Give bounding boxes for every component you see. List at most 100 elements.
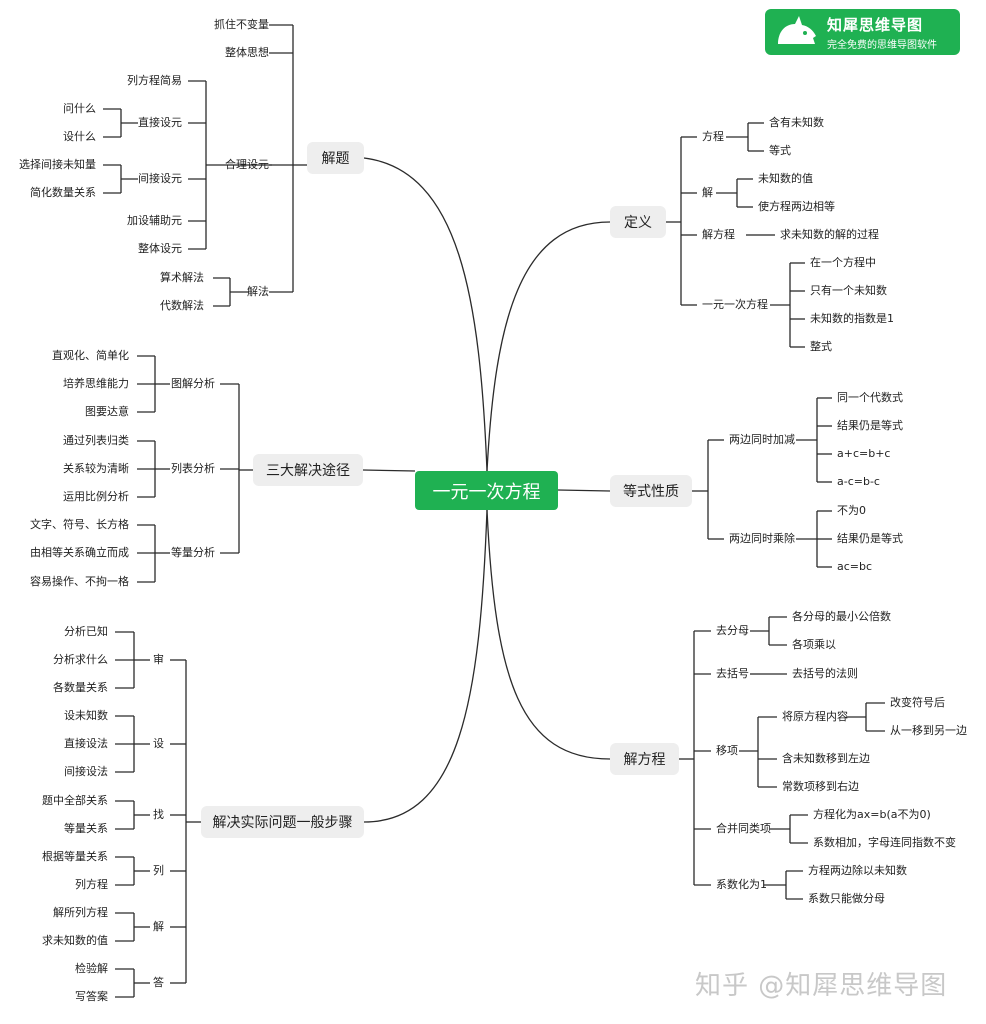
node-jiang[interactable]: 将原方程内容	[782, 710, 848, 723]
node-qukuohao[interactable]: 去括号	[716, 667, 749, 680]
node-jie-def[interactable]: 解	[702, 186, 713, 199]
topic-jieti[interactable]: 解题	[307, 142, 364, 174]
node-qiu-guocheng[interactable]: 求未知数的解的过程	[780, 228, 879, 241]
node-ge-shuliang[interactable]: 各数量关系	[53, 681, 108, 694]
node-chang[interactable]: 常数项移到右边	[782, 780, 859, 793]
watermark: 知乎 @知犀思维导图	[695, 971, 948, 1001]
node-xie[interactable]: 写答案	[75, 990, 108, 1003]
node-dengliang-guanxi[interactable]: 等量关系	[64, 822, 108, 835]
node-zhijie-sheyuan[interactable]: 直接设元	[138, 116, 182, 129]
node-zhijie-shefa[interactable]: 直接设法	[64, 737, 108, 750]
node-zhiyou[interactable]: 只有一个未知数	[810, 284, 887, 297]
brand-logo[interactable]: 知犀思维导图 完全免费的思维导图软件	[765, 9, 960, 55]
node-huawei[interactable]: 方程化为ax=b(a不为0)	[813, 808, 931, 821]
node-fangcheng[interactable]: 方程	[702, 130, 724, 143]
node-zhengshi[interactable]: 整式	[810, 340, 832, 353]
node-qufenmu[interactable]: 去分母	[716, 624, 749, 637]
node-lie[interactable]: 列	[153, 864, 164, 877]
node-jieguo1[interactable]: 结果仍是等式	[837, 419, 903, 432]
node-jie-step[interactable]: 解	[153, 920, 164, 933]
node-liefangcheng[interactable]: 列方程	[75, 878, 108, 891]
node-daishu[interactable]: 代数解法	[160, 299, 204, 312]
node-tongyi[interactable]: 同一个代数式	[837, 391, 903, 404]
node-jiefa[interactable]: 解法	[247, 285, 269, 298]
node-liefangcheng-jianyi[interactable]: 列方程简易	[127, 74, 182, 87]
node-jiajian[interactable]: 两边同时加减	[729, 433, 795, 446]
node-fenxi-qiu[interactable]: 分析求什么	[53, 653, 108, 666]
node-zhengti-sheyuan[interactable]: 整体设元	[138, 242, 182, 255]
node-yiyuan[interactable]: 一元一次方程	[702, 298, 768, 311]
node-zai[interactable]: 在一个方程中	[810, 256, 876, 269]
node-yixiang[interactable]: 移项	[716, 744, 738, 757]
node-rongyi[interactable]: 容易操作、不拘一格	[30, 575, 129, 588]
topic-jiefangcheng[interactable]: 解方程	[610, 743, 679, 775]
node-genju[interactable]: 根据等量关系	[42, 850, 108, 863]
node-timu[interactable]: 题中全部关系	[42, 794, 108, 807]
node-jieguo2[interactable]: 结果仍是等式	[837, 532, 903, 545]
node-qiu-zhi[interactable]: 求未知数的值	[42, 934, 108, 947]
node-you[interactable]: 由相等关系确立而成	[30, 546, 129, 559]
node-jianjie-sheyuan[interactable]: 间接设元	[138, 172, 182, 185]
node-xishu-xiangjia[interactable]: 系数相加，字母连同指数不变	[813, 836, 956, 849]
topic-dingyi[interactable]: 定义	[610, 206, 666, 238]
node-jiefangcheng-def[interactable]: 解方程	[702, 228, 735, 241]
node-shi[interactable]: 使方程两边相等	[758, 200, 835, 213]
node-wenzi[interactable]: 文字、符号、长方格	[30, 518, 129, 531]
node-fuzhu[interactable]: 加设辅助元	[127, 214, 182, 227]
node-xishu1[interactable]: 系数化为1	[716, 878, 767, 891]
node-she-step[interactable]: 设	[153, 737, 164, 750]
node-f3[interactable]: ac=bc	[837, 560, 873, 573]
node-zhishu[interactable]: 未知数的指数是1	[810, 312, 894, 325]
node-faze[interactable]: 去括号的法则	[792, 667, 858, 680]
node-zhi[interactable]: 未知数的值	[758, 172, 813, 185]
node-zhao[interactable]: 找	[153, 808, 164, 821]
node-jianjie-shefa[interactable]: 间接设法	[64, 765, 108, 778]
node-dengliang-fenxi[interactable]: 等量分析	[171, 546, 215, 559]
node-buwei[interactable]: 不为0	[837, 504, 866, 517]
node-jianyan[interactable]: 检验解	[75, 962, 108, 975]
node-hanyou[interactable]: 含有未知数	[769, 116, 824, 129]
node-yunyong[interactable]: 运用比例分析	[63, 490, 129, 503]
node-xuanze[interactable]: 选择间接未知量	[19, 158, 96, 171]
node-zhengti-sixiang[interactable]: 整体思想	[225, 46, 269, 59]
node-gongbei[interactable]: 各分母的最小公倍数	[792, 610, 891, 623]
node-guanxi[interactable]: 关系较为清晰	[63, 462, 129, 475]
node-she[interactable]: 设什么	[63, 130, 96, 143]
rhino-icon	[778, 16, 816, 44]
node-heli[interactable]: 合理设元	[225, 158, 269, 171]
connector-line-4	[557, 489, 611, 492]
node-gexiang[interactable]: 各项乘以	[792, 638, 836, 651]
logo-subtitle: 完全免费的思维导图软件	[827, 40, 937, 51]
center-topic[interactable]: 一元一次方程	[415, 471, 558, 510]
node-jiesuo[interactable]: 解所列方程	[53, 906, 108, 919]
node-liangbian[interactable]: 方程两边除以未知数	[808, 864, 907, 877]
node-liebiao[interactable]: 列表分析	[171, 462, 215, 475]
node-tuyao[interactable]: 图要达意	[85, 405, 129, 418]
node-hebing[interactable]: 合并同类项	[716, 822, 771, 835]
node-fenxi-yizhi[interactable]: 分析已知	[64, 625, 108, 638]
node-f2[interactable]: a-c=b-c	[837, 475, 880, 488]
node-zhuazhu[interactable]: 抓住不变量	[214, 18, 269, 31]
topic-dengshi[interactable]: 等式性质	[610, 475, 692, 507]
node-chengchu[interactable]: 两边同时乘除	[729, 532, 795, 545]
node-tongguo[interactable]: 通过列表归类	[63, 434, 129, 447]
topic-sanda[interactable]: 三大解决途径	[253, 454, 363, 486]
node-wen[interactable]: 问什么	[63, 102, 96, 115]
connector-line-1	[362, 469, 416, 472]
node-tujie[interactable]: 图解分析	[171, 377, 215, 390]
node-suanshu[interactable]: 算术解法	[160, 271, 204, 284]
node-peiyang[interactable]: 培养思维能力	[63, 377, 129, 390]
node-zhineng[interactable]: 系数只能做分母	[808, 892, 885, 905]
node-jianhua[interactable]: 简化数量关系	[30, 186, 96, 199]
node-she-weizhi[interactable]: 设未知数	[64, 709, 108, 722]
node-da[interactable]: 答	[153, 976, 164, 989]
node-han[interactable]: 含未知数移到左边	[782, 752, 870, 765]
topic-buzhou[interactable]: 解决实际问题一般步骤	[201, 806, 364, 838]
node-f1[interactable]: a+c=b+c	[837, 447, 891, 460]
node-cong[interactable]: 从一移到另一边	[890, 724, 967, 737]
node-gaibian[interactable]: 改变符号后	[890, 696, 945, 709]
node-shen[interactable]: 审	[153, 653, 164, 666]
node-zhiguan[interactable]: 直观化、简单化	[52, 349, 129, 362]
node-dengshi-def[interactable]: 等式	[769, 144, 791, 157]
